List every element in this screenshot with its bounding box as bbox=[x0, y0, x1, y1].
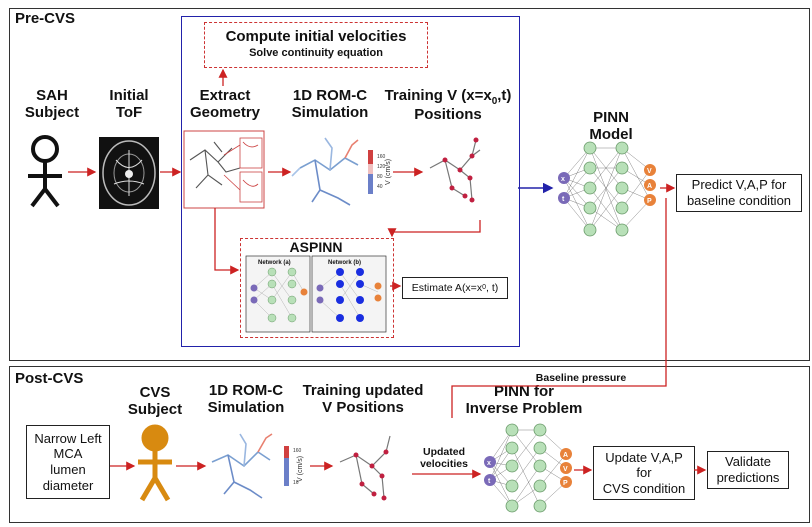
inv-output-v: V bbox=[563, 466, 568, 473]
training-positions-plot bbox=[429, 137, 481, 203]
post-rom-colorbar: 160 16 bbox=[284, 446, 302, 486]
tof-image bbox=[99, 137, 159, 209]
cvs-subject-figure bbox=[138, 424, 172, 502]
svg-text:160: 160 bbox=[293, 448, 302, 454]
pre-cvs-frame bbox=[9, 8, 810, 361]
post-cvs-frame bbox=[9, 366, 810, 523]
network-a-label: Network (a) bbox=[258, 260, 291, 266]
colorbar-label: V (cm/s) bbox=[385, 159, 392, 185]
processing-frame bbox=[181, 16, 520, 347]
svg-text:160: 160 bbox=[377, 154, 386, 160]
aspinn-networks: Network (a) Network (b) bbox=[245, 255, 387, 333]
inv-input-x: x bbox=[487, 460, 491, 467]
pinn-output-p: P bbox=[647, 198, 652, 205]
pinn-output-v: V bbox=[647, 168, 652, 175]
svg-text:120: 120 bbox=[377, 164, 386, 170]
inv-output-p: P bbox=[563, 480, 568, 487]
pre-arrows bbox=[68, 68, 676, 418]
pre-cvs-title: Pre-CVS bbox=[15, 10, 76, 27]
inv-output-a: A bbox=[563, 452, 568, 459]
post-colorbar-label: V (cm/s) bbox=[297, 456, 304, 482]
training-positions-label: Training V (x=x0,t) Positions bbox=[384, 87, 512, 124]
post-training-plot bbox=[339, 435, 391, 501]
pinn-model-network: x t V A P bbox=[558, 141, 656, 237]
aspinn-title: ASPINN bbox=[289, 239, 343, 255]
post-arrows bbox=[110, 461, 707, 479]
geometry-image bbox=[183, 130, 265, 209]
rom-colorbar: 160 120 80 40 bbox=[368, 150, 386, 194]
pinn-inverse-network: x t A V P bbox=[484, 423, 572, 513]
inv-input-t: t bbox=[488, 478, 491, 485]
velocity-box-title: Compute initial velocities bbox=[225, 28, 407, 45]
post-cvs-title: Post-CVS bbox=[15, 370, 84, 387]
svg-text:16: 16 bbox=[293, 480, 299, 486]
baseline-pressure-label: Baseline pressure bbox=[535, 372, 627, 384]
rom-vessel-plot bbox=[291, 137, 359, 206]
pinn-output-a: A bbox=[647, 183, 652, 190]
pinn-input-x: x bbox=[561, 176, 565, 183]
velocity-box: Compute initial velocities Solve continu… bbox=[204, 22, 428, 68]
sah-subject-figure bbox=[28, 135, 62, 208]
post-rom-vessel-plot bbox=[211, 433, 273, 499]
svg-text:80: 80 bbox=[377, 174, 383, 180]
velocity-box-subtitle: Solve continuity equation bbox=[249, 47, 383, 59]
network-b-label: Network (b) bbox=[328, 260, 361, 266]
svg-text:40: 40 bbox=[377, 184, 383, 190]
pinn-input-t: t bbox=[562, 196, 565, 203]
